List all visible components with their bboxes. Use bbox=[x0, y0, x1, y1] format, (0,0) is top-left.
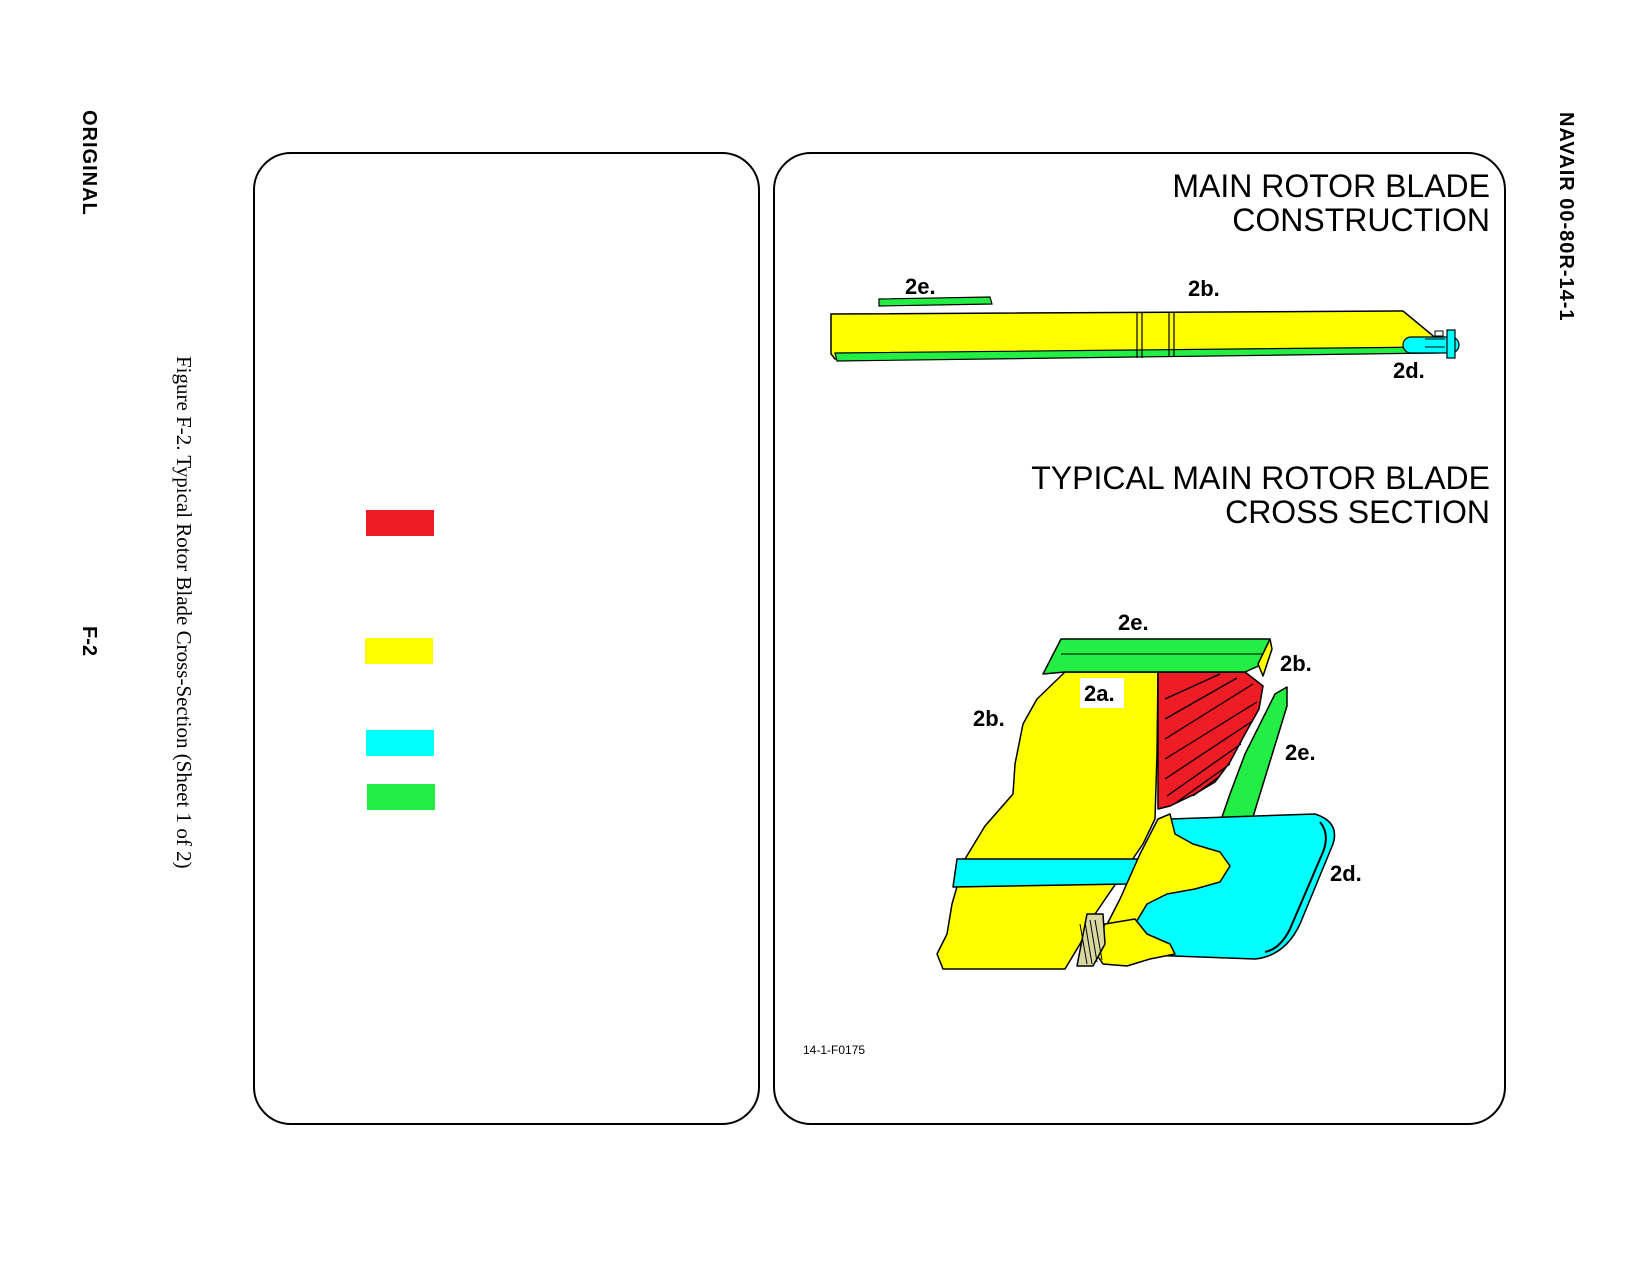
blade-top-strip bbox=[878, 296, 993, 307]
title-construction-line2: CONSTRUCTION bbox=[1232, 202, 1490, 238]
legend-swatch-yellow bbox=[365, 638, 433, 664]
callout-top-2d: 2d. bbox=[1393, 358, 1425, 383]
page-number: F-2 bbox=[78, 626, 100, 656]
section-top-cap bbox=[1042, 638, 1271, 675]
document-header-right: NAVAIR 00-80R-14-1 bbox=[1555, 112, 1577, 322]
callout-section-2d: 2d. bbox=[1330, 861, 1362, 886]
callout-section-2a: 2a. bbox=[1084, 681, 1115, 706]
title-section-line2: CROSS SECTION bbox=[1225, 494, 1490, 530]
callout-section-2b-left: 2b. bbox=[973, 706, 1005, 731]
blade-cross-section bbox=[936, 638, 1336, 970]
callout-section-2b-right: 2b. bbox=[1280, 651, 1312, 676]
section-honeycomb-core bbox=[1157, 671, 1264, 810]
rotor-blade-illustration: MAIN ROTOR BLADE CONSTRUCTION 2e. 2b. 2d… bbox=[803, 168, 1490, 1057]
document-header-left: ORIGINAL bbox=[78, 110, 100, 216]
legend-swatch-red bbox=[366, 510, 434, 536]
blade-side-view bbox=[830, 296, 1460, 362]
legend-panel bbox=[253, 152, 760, 1125]
section-main-skin bbox=[936, 671, 1159, 970]
callout-top-2e: 2e. bbox=[905, 274, 936, 299]
figure-id: 14-1-F0175 bbox=[803, 1043, 865, 1057]
callout-section-2e-top: 2e. bbox=[1118, 610, 1149, 635]
section-skin-band bbox=[952, 858, 1141, 888]
callout-2a-background bbox=[1080, 678, 1124, 708]
figure-caption: Figure F-2. Typical Rotor Blade Cross-Se… bbox=[172, 356, 196, 869]
title-section-line1: TYPICAL MAIN ROTOR BLADE bbox=[1031, 460, 1490, 496]
illustration-panel: MAIN ROTOR BLADE CONSTRUCTION 2e. 2b. 2d… bbox=[773, 152, 1506, 1125]
blade-tip-fitting bbox=[1402, 336, 1460, 354]
title-construction-line1: MAIN ROTOR BLADE bbox=[1172, 168, 1490, 204]
callout-top-2b: 2b. bbox=[1188, 276, 1220, 301]
callout-section-2e-right: 2e. bbox=[1285, 740, 1316, 765]
legend-swatch-cyan bbox=[366, 730, 434, 756]
legend-swatch-green bbox=[367, 784, 435, 810]
